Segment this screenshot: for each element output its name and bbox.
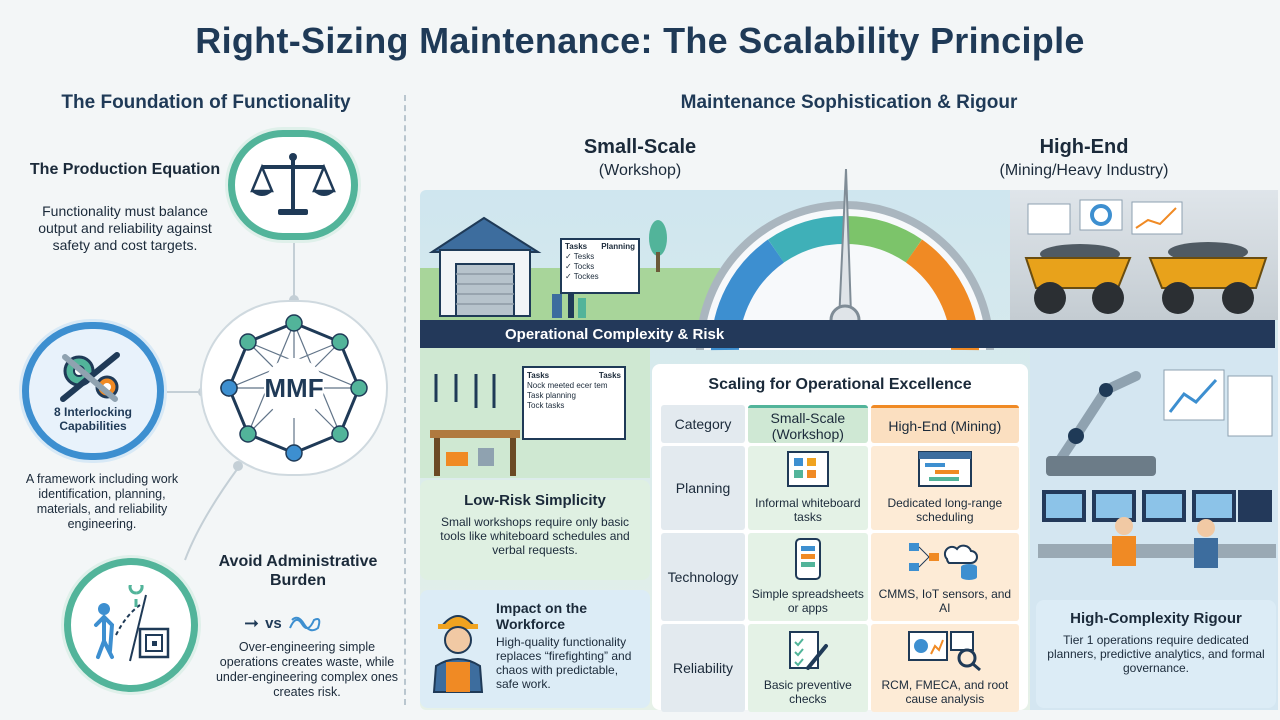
production-text: Functionality must balance output and re…: [38, 203, 212, 253]
board-small-item: ✓ Tesks: [565, 252, 595, 261]
row-high-cell: RCM, FMECA, and root cause analysis: [870, 624, 1019, 712]
row-small-text: Simple spreadsheets or apps: [751, 587, 864, 615]
scaling-card: Scaling for Operational Excellence Categ…: [652, 364, 1028, 712]
scales-circle: [228, 130, 358, 240]
board-big-item: Nock meeted ecer tem: [527, 381, 608, 390]
high-end-header: High-End (Mining/Heavy Industry): [964, 136, 1204, 180]
capabilities-circle: 8 Interlocking Capabilities: [22, 322, 164, 460]
mmf-hub: MMF: [200, 300, 388, 476]
workforce-text: High-quality functionality replaces “fir…: [496, 635, 632, 691]
arrow-right-icon: ➞: [244, 612, 260, 633]
scaling-table: Category Small-Scale (Workshop) High-End…: [658, 402, 1022, 715]
board-small-item: ✓ Tockes: [565, 272, 599, 281]
right-heading: Maintenance Sophistication & Rigour: [680, 92, 1018, 113]
header-small-scale: Small-Scale (Workshop): [748, 405, 868, 443]
table-row: Planning Informal whiteboard tasks Dedic…: [661, 446, 1019, 530]
low-risk-card: Low-Risk Simplicity Small workshops requ…: [420, 480, 650, 580]
board-small-col1: Tasks: [565, 242, 588, 251]
small-scale-header: Small-Scale (Workshop): [540, 136, 740, 180]
row-small-cell: Basic preventive checks: [748, 624, 868, 712]
worker-icon: [432, 615, 484, 693]
operators-desk-icon: [1038, 490, 1276, 568]
table-row: Reliability Basic preventive checks RCM,…: [661, 624, 1019, 712]
tools-icon: [552, 288, 586, 318]
vs-row: ➞ vs: [244, 612, 354, 634]
left-heading: The Foundation of Functionality: [61, 92, 351, 113]
table-row: Technology Simple spreadsheets or apps C…: [661, 533, 1019, 621]
row-high-text: RCM, FMECA, and root cause analysis: [881, 678, 1009, 706]
capabilities-label: 8 Interlocking Capabilities: [53, 405, 133, 433]
high-complexity-text: Tier 1 operations require dedicated plan…: [1047, 633, 1265, 675]
board-small-col2: Planning: [601, 242, 635, 251]
path-maze-icon: [94, 585, 170, 662]
row-high-text: Dedicated long-range scheduling: [887, 496, 1003, 524]
workforce-card: Impact on the Workforce High-quality fun…: [420, 590, 650, 708]
burden-title: Avoid Administrative Burden: [218, 553, 378, 589]
page-title: Right-Sizing Maintenance: The Scalabilit…: [195, 20, 1085, 61]
board-big-col1: Tasks: [527, 371, 550, 380]
row-high-cell: CMMS, IoT sensors, and AI: [870, 533, 1019, 621]
tangle-icon: [288, 616, 321, 632]
scaling-title: Scaling for Operational Excellence: [708, 376, 972, 393]
row-small-cell: Informal whiteboard tasks: [748, 446, 868, 530]
workbench-icon: [430, 374, 520, 476]
workforce-title: Impact on the Workforce: [496, 600, 588, 632]
workshop-building-icon: [428, 216, 542, 317]
robot-arm-icon: [1046, 369, 1273, 476]
checklist-wrench-icon: [788, 631, 828, 670]
low-risk-title: Low-Risk Simplicity: [464, 492, 606, 509]
row-category: Technology: [661, 533, 745, 621]
tree-icon: [649, 220, 667, 272]
high-complexity-title: High-Complexity Rigour: [1070, 610, 1242, 627]
gears-wrench-icon: [60, 352, 120, 402]
high-complexity-card: High-Complexity Rigour Tier 1 operations…: [1036, 600, 1276, 708]
column-divider: [404, 95, 406, 705]
row-high-text: CMMS, IoT sensors, and AI: [878, 587, 1012, 615]
burden-circle: [64, 558, 198, 692]
header-high-end: High-End (Mining): [870, 405, 1019, 443]
board-big-item: Tock tasks: [527, 401, 565, 410]
small-scale-sub: (Workshop): [598, 162, 682, 179]
low-risk-text: Small workshops require only basic tools…: [440, 515, 630, 557]
row-high-cell: Dedicated long-range scheduling: [870, 446, 1019, 530]
burden-text: Over-engineering simple operations creat…: [215, 640, 399, 699]
row-small-text: Informal whiteboard tasks: [755, 496, 861, 524]
vs-label: vs: [265, 614, 282, 632]
mining-trucks-icon: [1024, 199, 1268, 314]
high-end-title: High-End: [1039, 136, 1129, 158]
mmf-label: MMF: [264, 373, 323, 403]
complexity-band: [420, 320, 1275, 348]
small-scale-title: Small-Scale: [583, 136, 697, 158]
board-small-item: ✓ Tocks: [565, 262, 595, 271]
row-category: Planning: [661, 446, 745, 530]
gantt-chart-icon: [917, 451, 972, 487]
row-category: Reliability: [661, 624, 745, 712]
sticky-notes-icon: [786, 451, 829, 487]
row-small-text: Basic preventive checks: [763, 678, 852, 706]
board-big-item: Task planning: [527, 391, 576, 400]
high-end-sub: (Mining/Heavy Industry): [999, 162, 1169, 179]
network-icon: MMF: [220, 314, 368, 462]
board-big-col2: Tasks: [598, 371, 621, 380]
row-small-cell: Simple spreadsheets or apps: [748, 533, 868, 621]
balance-scale-icon: [250, 153, 336, 215]
header-category: Category: [661, 405, 745, 443]
cloud-network-icon: [908, 543, 978, 580]
phone-app-icon: [794, 538, 821, 580]
whiteboard-large: Tasks Tasks Nock meeted ecer tem Task pla…: [522, 366, 626, 440]
capabilities-text: A framework including work identificatio…: [25, 472, 179, 531]
production-title: The Production Equation: [29, 161, 221, 178]
analytics-magnifier-icon: [907, 631, 981, 672]
complexity-band-label: Operational Complexity & Risk: [505, 326, 725, 343]
whiteboard-small: Tasks Planning ✓ Tesks ✓ Tocks ✓ Tockes: [560, 238, 640, 294]
